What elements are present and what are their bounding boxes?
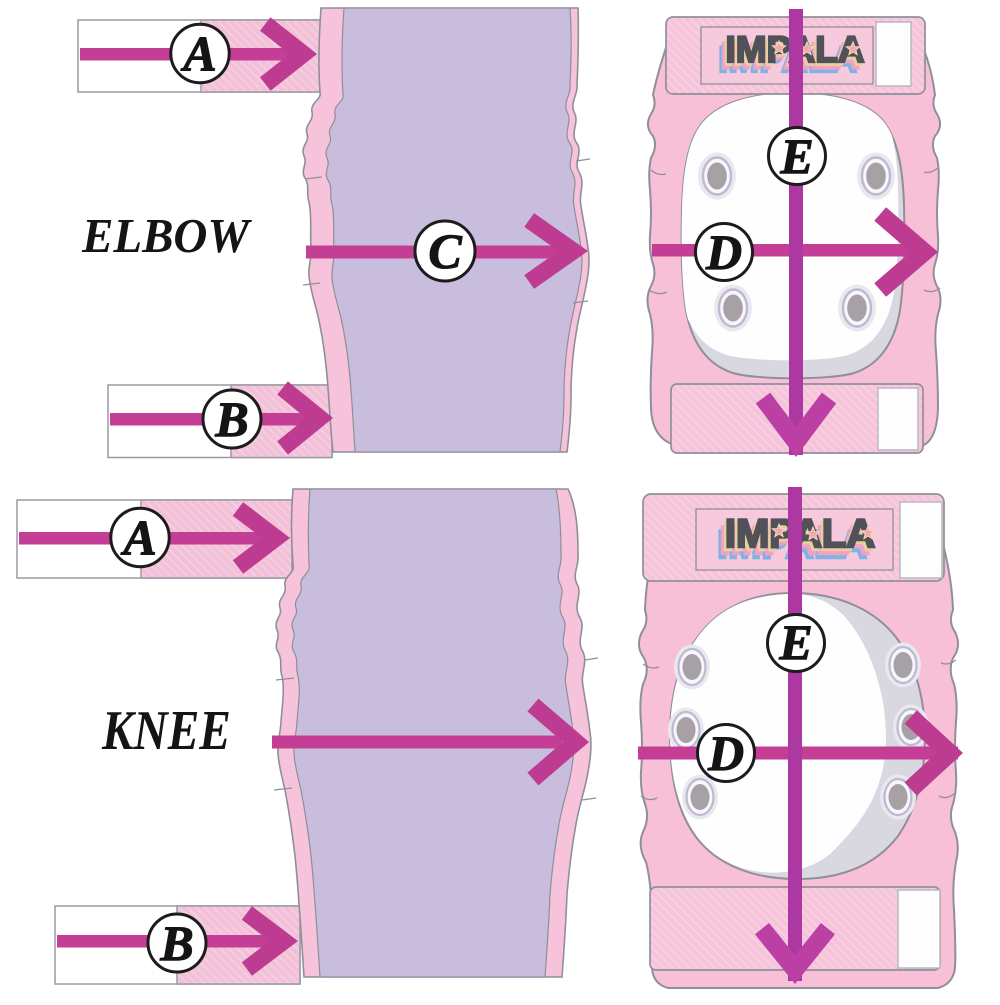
svg-text:C: C	[428, 223, 462, 279]
svg-text:KNEE: KNEE	[101, 700, 231, 762]
svg-text:E: E	[778, 614, 812, 670]
svg-text:A: A	[120, 510, 156, 566]
svg-text:E: E	[779, 128, 813, 184]
svg-text:D: D	[707, 725, 744, 781]
svg-text:ELBOW: ELBOW	[81, 209, 252, 263]
svg-text:A: A	[180, 26, 216, 82]
svg-text:B: B	[214, 391, 248, 447]
svg-text:IMPALA: IMPALA	[718, 39, 857, 80]
svg-text:B: B	[159, 915, 193, 971]
svg-text:D: D	[705, 224, 742, 280]
